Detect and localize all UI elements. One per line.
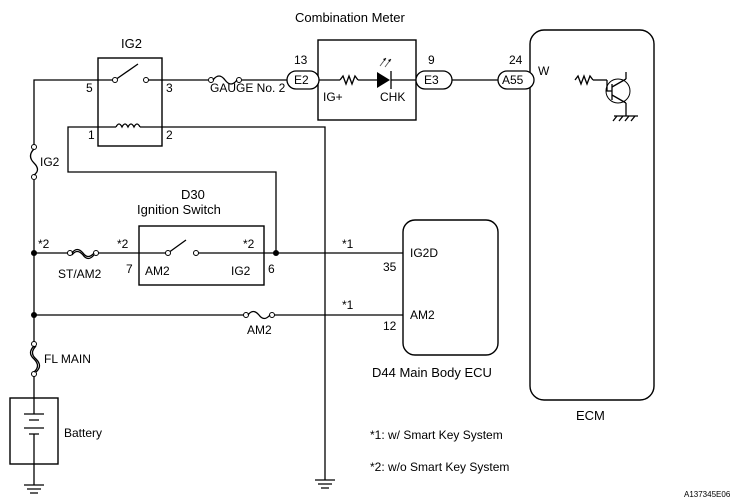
ignition-switch-pin-6: 6 [268,262,275,276]
fuse-am2-label: AM2 [247,323,272,337]
junction-dot [273,250,279,256]
relay-pin-2: 2 [166,128,173,142]
fuse-fl-main: FL MAIN [27,341,91,377]
figure-id: A137345E06 [684,490,731,499]
meter-pin-13: 13 [294,53,308,67]
connector-e3: E3 [424,73,439,87]
note-ig2d: *1 [342,237,354,251]
note-pin6: *2 [243,237,255,251]
ecu-pin-12: 12 [383,319,397,333]
note-am2: *1 [342,298,354,312]
fuse-gauge-label: GAUGE No. 2 [210,81,286,95]
main-body-ecu: *1 IG2D 35 *1 AM2 12 D44 Main Body ECU [342,219,499,380]
ig2-relay-label: IG2 [121,36,142,51]
note-1: *1: w/ Smart Key System [370,428,503,442]
note-2: *2: w/o Smart Key System [370,460,509,474]
ecm-pin-24: 24 [509,53,523,67]
connector-a55: A55 [502,73,524,87]
meter-chk: CHK [380,90,405,104]
battery-label: Battery [64,426,102,440]
fuse-ig2-label: IG2 [40,155,60,169]
ecm-terminal-w: W [538,64,550,78]
ecu-ig2d: IG2D [410,246,438,260]
ecu-pin-35: 35 [383,260,397,274]
note-pin7: *2 [117,237,129,251]
fuse-ig2: IG2 [29,144,60,180]
ecu-am2: AM2 [410,308,435,322]
relay-pin-3: 3 [166,81,173,95]
relay-pin-1: 1 [88,128,95,142]
ignition-switch-am2: AM2 [145,264,170,278]
fuse-st-am2: ST/AM2 [58,246,102,281]
ignition-switch-code: D30 [181,187,205,202]
ignition-switch-pin-7: 7 [126,262,133,276]
note-left-wire: *2 [38,237,50,251]
meter-ig-plus: IG+ [323,90,343,104]
fuse-fl-main-label: FL MAIN [44,352,91,366]
battery: Battery [9,397,102,465]
connector-e2: E2 [294,73,309,87]
fuse-gauge: GAUGE No. 2 [208,72,286,95]
relay-pin-5: 5 [86,81,93,95]
junction-dot [31,312,37,318]
fuse-am2: AM2 [243,308,275,337]
ignition-switch-name: Ignition Switch [137,202,221,217]
ground-icon [315,479,335,489]
ignition-switch: D30 Ignition Switch AM2 IG2 7 6 *2 *2 *2 [38,187,275,286]
combination-meter-title: Combination Meter [295,10,405,25]
led-icon [377,72,390,88]
fuse-st-am2-label: ST/AM2 [58,267,102,281]
ecu-label: D44 Main Body ECU [372,365,492,380]
ecm: A55 24 W ECM [497,29,655,423]
ig2-relay: IG2 5 3 1 2 [86,36,173,147]
meter-pin-9: 9 [428,53,435,67]
ground-icon [24,484,44,494]
junction-dot [31,250,37,256]
ecm-label: ECM [576,408,605,423]
ignition-switch-ig2: IG2 [231,264,251,278]
combination-meter: E2 13 IG+ CHK E3 9 [286,39,453,121]
